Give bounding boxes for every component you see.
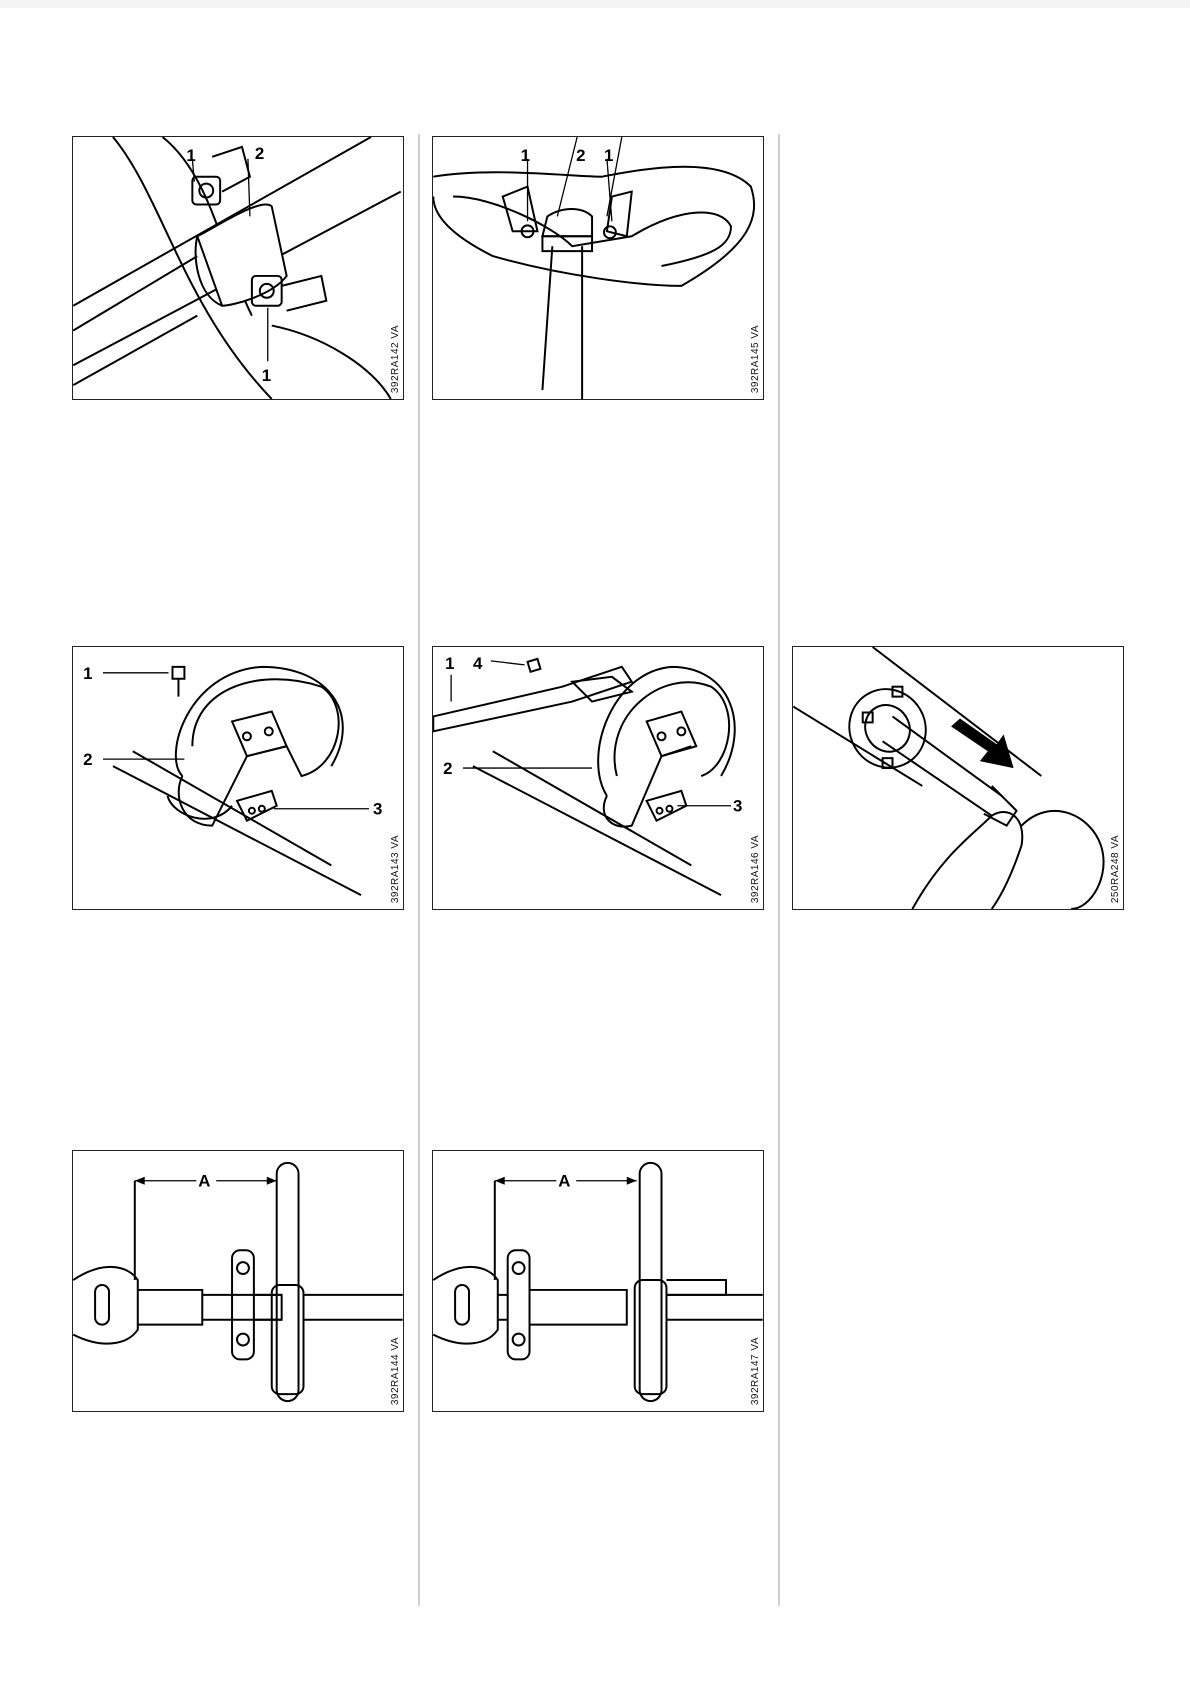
fig2-label-1b: 1 [604,146,613,165]
figure-loop-handle-barrier: 1 4 2 3 392RA146 VA [432,646,764,910]
fig3-label-1: 1 [83,664,92,683]
fig4-label-2: 2 [443,759,452,778]
page-top-band [0,0,1190,8]
figure-handle-distance-a: A 392RA144 VA [72,1150,404,1412]
fig2-label-1a: 1 [521,146,530,165]
handle-distance-a-illustration: A [73,1151,403,1411]
fig1-code: 392RA142 VA [390,325,401,393]
fig7-code: 392RA147 VA [750,1337,761,1405]
fig4-label-3: 3 [733,797,742,816]
figure-tube-pull-out: 250RA248 VA [792,646,1124,910]
fig4-label-1: 1 [445,654,454,673]
fig3-label-2: 2 [83,750,92,769]
fig6-label-a: A [198,1172,210,1191]
handle-distance-a-barrier-illustration: A [433,1151,763,1411]
figure-clamp-loop-handle: 1 2 1 392RA145 VA [432,136,764,400]
fig1-label-1a: 1 [186,146,195,165]
loop-handle-exploded-illustration: 1 2 3 [73,647,403,909]
clamp-top-view-illustration: 1 2 1 [73,137,403,399]
fig3-code: 392RA143 VA [390,835,401,903]
fig3-label-3: 3 [373,800,382,819]
fig1-label-1b: 1 [262,366,271,385]
fig4-code: 392RA146 VA [750,835,761,903]
tube-pull-out-illustration [793,647,1123,909]
fig2-label-2: 2 [576,146,585,165]
fig7-label-a: A [558,1172,570,1191]
fig4-label-4: 4 [473,654,483,673]
figure-loop-handle-exploded: 1 2 3 392RA143 VA [72,646,404,910]
fig1-label-2: 2 [255,144,264,163]
figure-handle-distance-a-barrier: A 392RA147 VA [432,1150,764,1412]
figure-clamp-top-view: 1 2 1 392RA142 VA [72,136,404,400]
arrow-direction-icon [951,718,1014,768]
column-divider-right [778,134,780,1606]
fig2-code: 392RA145 VA [750,325,761,393]
column-divider-left [418,134,420,1606]
clamp-loop-handle-illustration: 1 2 1 [433,137,763,399]
fig6-code: 392RA144 VA [390,1337,401,1405]
fig5-code: 250RA248 VA [1110,835,1121,903]
loop-handle-barrier-illustration: 1 4 2 3 [433,647,763,909]
